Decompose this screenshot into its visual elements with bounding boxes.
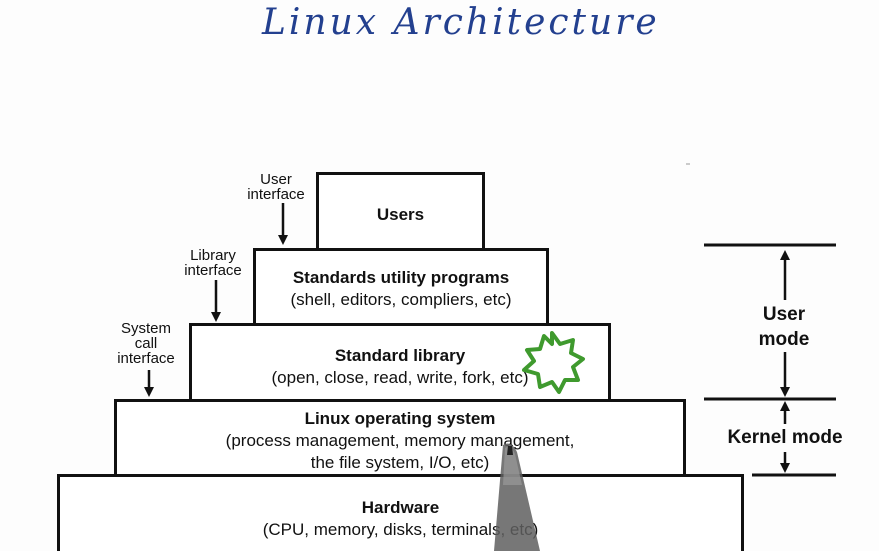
- layer-utility-heading: Standards utility programs: [292, 268, 510, 287]
- layer-users: Users: [316, 172, 485, 251]
- layer-utility-detail: (shell, editors, compliers, etc): [290, 290, 512, 309]
- layer-users-heading: Users: [376, 205, 425, 224]
- layer-hardware-heading: Hardware: [361, 498, 440, 517]
- library-interface-label: Library interface: [184, 247, 242, 279]
- system-call-interface-label: System call interface: [117, 320, 175, 367]
- user-mode-label: User mode: [758, 304, 810, 350]
- kernel-mode-label: Kernel mode: [727, 427, 843, 448]
- layer-os-heading: Linux operating system: [304, 409, 496, 428]
- layer-standard-library: Standard library (open, close, read, wri…: [189, 323, 611, 402]
- highlight-star-icon: [522, 331, 585, 394]
- layer-utility-programs: Standards utility programs (shell, edito…: [253, 248, 549, 326]
- layer-library-detail: (open, close, read, write, fork, etc): [271, 368, 529, 387]
- pen-icon: [494, 443, 540, 551]
- layer-os-detail: (process management, memory management, …: [225, 431, 575, 472]
- diagram-title: Linux Architecture: [262, 2, 660, 43]
- user-interface-label: User interface: [247, 171, 305, 203]
- layer-library-heading: Standard library: [334, 346, 466, 365]
- layer-hardware-detail: (CPU, memory, disks, terminals, etc): [262, 520, 539, 539]
